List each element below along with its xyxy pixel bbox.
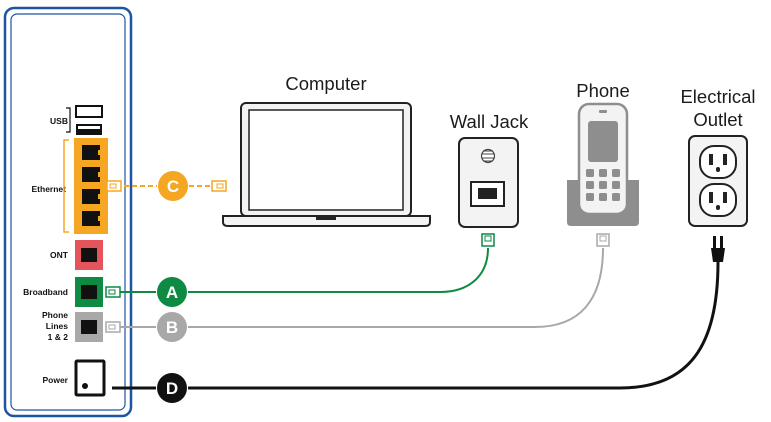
power-port bbox=[74, 359, 106, 397]
ethernet-port-3 bbox=[82, 189, 101, 204]
phone-label: Phone bbox=[576, 80, 630, 101]
badge-d-letter: D bbox=[166, 379, 178, 398]
phone-lines-port-group: Phone Lines 1 & 2 bbox=[42, 310, 103, 342]
phone-lines-port bbox=[81, 320, 97, 334]
laptop-notch bbox=[316, 216, 336, 220]
cable-b bbox=[105, 233, 610, 333]
usb-port-2 bbox=[76, 124, 102, 135]
cable-d bbox=[112, 236, 725, 390]
badge-d: D bbox=[157, 373, 187, 403]
broadband-port-group: Broadband bbox=[23, 277, 103, 307]
cable-c bbox=[106, 180, 227, 192]
gateway-panel: USB Ethernet ONT bbox=[3, 6, 133, 418]
ethernet-port-group: Ethernet bbox=[32, 138, 108, 234]
cable-d-plug-outlet bbox=[711, 248, 725, 262]
usb-bracket bbox=[66, 107, 71, 133]
phone-device: Phone bbox=[567, 80, 639, 226]
phone-lines-label-line2: Lines bbox=[46, 321, 68, 331]
usb-port-group: USB bbox=[50, 105, 103, 135]
cable-b-plug-gateway bbox=[105, 321, 121, 333]
outlet-label-line1: Electrical bbox=[680, 86, 755, 107]
broadband-port bbox=[81, 285, 97, 299]
outlet-label-line2: Outlet bbox=[693, 109, 742, 130]
usb-port-2-slot bbox=[78, 126, 100, 129]
ethernet-port-4 bbox=[82, 211, 101, 226]
cable-a-plug-gateway bbox=[105, 286, 121, 298]
ethernet-port-2 bbox=[82, 167, 101, 182]
ont-label: ONT bbox=[50, 250, 69, 260]
ethernet-label: Ethernet bbox=[32, 184, 67, 194]
electrical-outlet-device: Electrical Outlet bbox=[680, 86, 756, 227]
badge-c-letter: C bbox=[167, 177, 179, 196]
wall-jack-label: Wall Jack bbox=[450, 111, 529, 132]
att-globe-icon bbox=[480, 148, 496, 164]
cable-c-plug-gateway bbox=[106, 180, 122, 192]
ethernet-port-1 bbox=[82, 145, 101, 160]
badge-c: C bbox=[158, 171, 188, 201]
ont-port-group: ONT bbox=[50, 240, 103, 270]
badge-b: B bbox=[157, 312, 187, 342]
computer-device: Computer bbox=[222, 73, 431, 227]
computer-label: Computer bbox=[285, 73, 366, 94]
phone-earpiece bbox=[599, 110, 607, 113]
outlet-socket-bottom bbox=[699, 183, 737, 217]
wall-jack-device: Wall Jack bbox=[450, 111, 529, 228]
phone-screen bbox=[588, 121, 618, 162]
cable-a bbox=[105, 233, 495, 298]
ont-port bbox=[81, 248, 97, 262]
badge-a-letter: A bbox=[166, 283, 178, 302]
outlet-socket-top bbox=[699, 145, 737, 179]
wall-jack-port bbox=[478, 188, 497, 199]
power-label: Power bbox=[42, 375, 68, 385]
ethernet-bracket bbox=[63, 139, 69, 233]
usb-port-1 bbox=[75, 105, 103, 118]
phone-keypad bbox=[586, 169, 620, 201]
phone-lines-label-line1: Phone bbox=[42, 310, 68, 320]
power-port-dot bbox=[82, 383, 88, 389]
laptop-base bbox=[222, 215, 431, 227]
phone-lines-label-line3: 1 & 2 bbox=[48, 332, 69, 342]
usb-label: USB bbox=[50, 116, 68, 126]
badge-a: A bbox=[157, 277, 187, 307]
laptop-screen bbox=[248, 109, 404, 211]
cable-c-plug-computer bbox=[211, 180, 227, 192]
badge-b-letter: B bbox=[166, 318, 178, 337]
power-port-group: Power bbox=[42, 359, 106, 397]
broadband-label: Broadband bbox=[23, 287, 68, 297]
